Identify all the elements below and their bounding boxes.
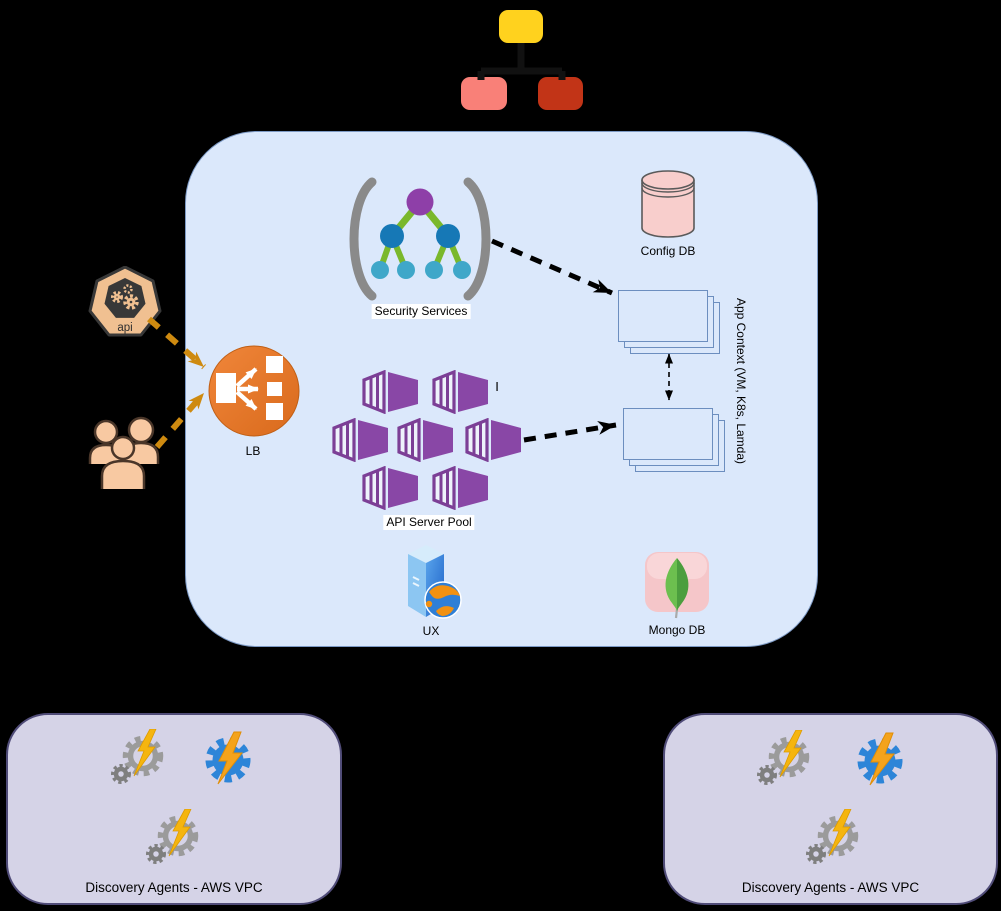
discovery-box-left: Discovery Agents - AWS VPC <box>6 713 342 905</box>
users-icon <box>88 416 160 489</box>
agent-blue-gear-bolt-icon <box>862 733 899 785</box>
config-db-label: Config DB <box>640 244 696 258</box>
agent-gear-bolt-icon <box>148 809 195 862</box>
discovery-label-left: Discovery Agents - AWS VPC <box>85 880 263 895</box>
child-node-right <box>538 77 583 110</box>
ux-label: UX <box>422 624 440 638</box>
discovery-box-right: Discovery Agents - AWS VPC <box>663 713 998 905</box>
lb-label: LB <box>245 444 261 458</box>
agent-gear-bolt-icon <box>808 809 855 862</box>
app-context-label: App Context (VM, K8s, Lamda) <box>734 297 748 465</box>
security-services-label: Security Services <box>371 304 471 319</box>
child-node-left <box>461 77 507 110</box>
ux-icon <box>408 545 462 619</box>
api-icon: api <box>88 266 162 337</box>
mongodb-icon <box>645 552 709 619</box>
agent-blue-gear-bolt-icon <box>210 732 247 784</box>
stray-label: I <box>495 379 499 394</box>
agent-gear-bolt-icon <box>759 730 806 783</box>
api-label: api <box>117 322 132 334</box>
discovery-label-right: Discovery Agents - AWS VPC <box>741 880 920 895</box>
security-services-icon <box>349 177 491 301</box>
mongodb-label: Mongo DB <box>648 623 706 637</box>
agent-gear-bolt-icon <box>113 729 160 782</box>
root-node <box>499 10 543 43</box>
config-db-icon <box>641 170 695 238</box>
tree-connector <box>477 43 566 80</box>
api-server-pool-label: API Server Pool <box>383 515 475 530</box>
load-balancer-icon <box>208 345 300 437</box>
